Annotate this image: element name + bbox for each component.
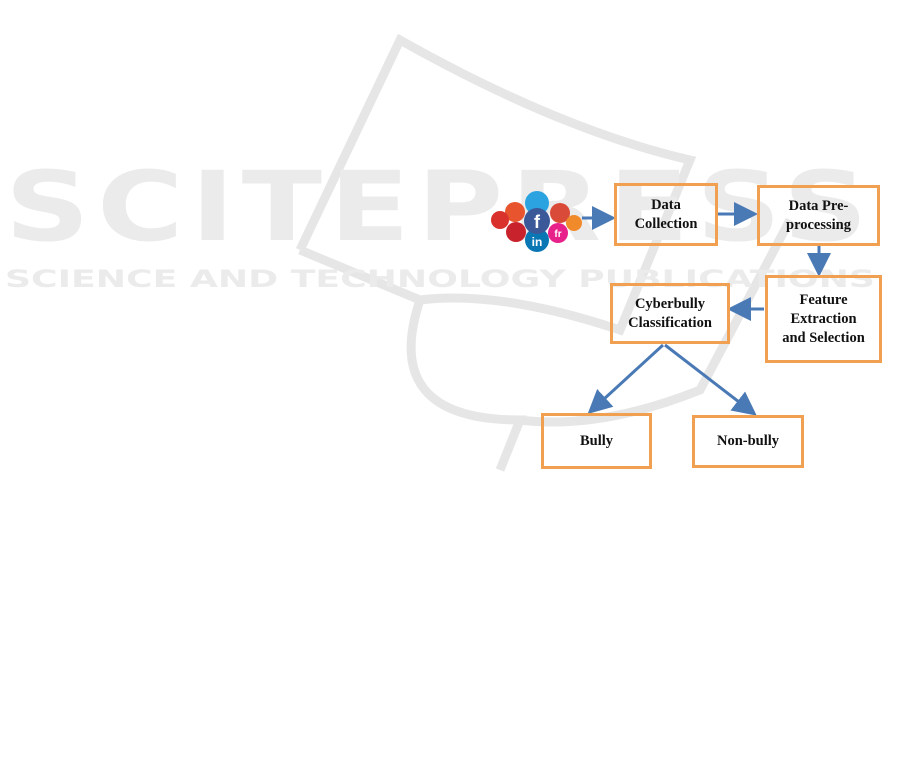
blogger-icon [566,215,582,231]
stumbleupon-icon [505,202,525,222]
node-cyberbully-classification: Cyberbully Classification [610,283,730,344]
svg-text:in: in [532,235,543,249]
node-non-bully: Non-bully [692,415,804,468]
arrow-classification-to-bully [587,343,665,415]
watermark-subtitle: SCIENCE AND TECHNOLOGY PUBLICATIONS [5,265,875,293]
svg-text:f: f [534,212,541,232]
node-feature-extraction: Feature Extraction and Selection [765,275,882,363]
google-plus-icon [550,203,570,223]
facebook-icon [524,208,550,234]
pinterest-icon [506,222,526,242]
twitter-icon [525,191,549,215]
linkedin-icon [525,228,549,252]
youtube-icon [491,211,509,229]
node-data-collection: Data Collection [614,183,718,246]
fr-icon [548,223,568,243]
watermark-title: SCITEPRESS [5,151,875,263]
node-data-preprocessing: Data Pre- processing [757,185,880,246]
node-bully: Bully [541,413,652,469]
svg-text:fr: fr [554,229,561,240]
arrow-classification-to-nonbully [664,343,757,416]
